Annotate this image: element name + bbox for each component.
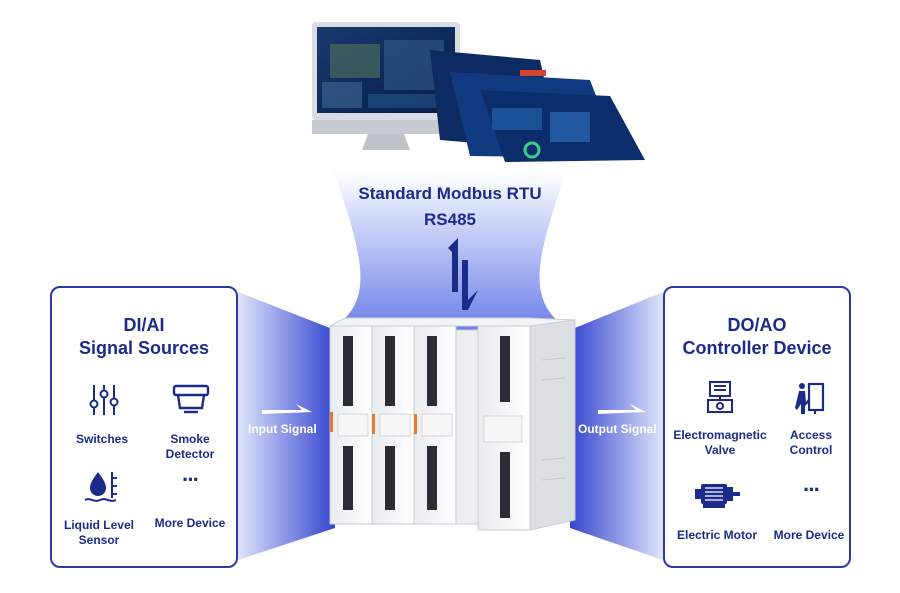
item-switches-label: Switches: [75, 432, 129, 446]
item-smoke-label-line2: Detector: [165, 447, 215, 461]
io-modules-illustration: [329, 317, 576, 531]
monitor-illustration: [312, 22, 460, 150]
item-access-label-line2: Control: [789, 443, 833, 457]
left-signal-beam: [238, 292, 335, 560]
controller-device-panel: DO/AO Controller Device Electromagnetic …: [663, 286, 851, 568]
panel-title-line1: DI/AI: [123, 315, 165, 335]
access-control-icon: [795, 382, 825, 414]
item-valve-label-line1: Electromagnetic: [673, 428, 767, 442]
item-smoke-label-line1: Smoke: [170, 432, 210, 446]
panel-title-line2: Controller Device: [682, 338, 832, 358]
input-arrow-icon: [262, 404, 312, 414]
switches-sliders-icon: [89, 385, 119, 415]
input-signal-label: Input Signal: [248, 422, 317, 436]
motor-icon: [695, 484, 740, 508]
item-valve-label-line2: Valve: [704, 443, 736, 457]
item-access-label-line1: Access: [789, 428, 833, 442]
dashboard-screens-illustration: [430, 50, 645, 162]
output-arrow-icon: [598, 404, 646, 414]
protocol-line1: Standard Modbus RTU: [358, 184, 542, 203]
valve-icon: [707, 381, 733, 413]
bidirectional-arrows-icon: [448, 238, 478, 310]
item-more-label: More Device: [154, 516, 226, 530]
protocol-line2: RS485: [424, 210, 476, 229]
item-liquid-label-line1: Liquid Level: [63, 518, 134, 532]
signal-sources-panel: DI/AI Signal Sources Switches Smoke Dete…: [50, 286, 238, 568]
item-more-label: More Device: [773, 528, 845, 542]
smoke-detector-icon: [172, 384, 210, 414]
more-dots-icon: ···: [182, 467, 200, 492]
item-liquid-label-line2: Sensor: [78, 533, 120, 547]
right-signal-beam: [570, 292, 663, 560]
output-signal-label: Output Signal: [578, 422, 657, 436]
top-signal-beam: [330, 160, 570, 330]
panel-title-line2: Signal Sources: [78, 338, 210, 358]
liquid-level-icon: [84, 472, 117, 502]
more-dots-icon: ···: [803, 477, 821, 502]
panel-title-line1: DO/AO: [727, 315, 787, 335]
item-motor-label: Electric Motor: [676, 528, 757, 542]
